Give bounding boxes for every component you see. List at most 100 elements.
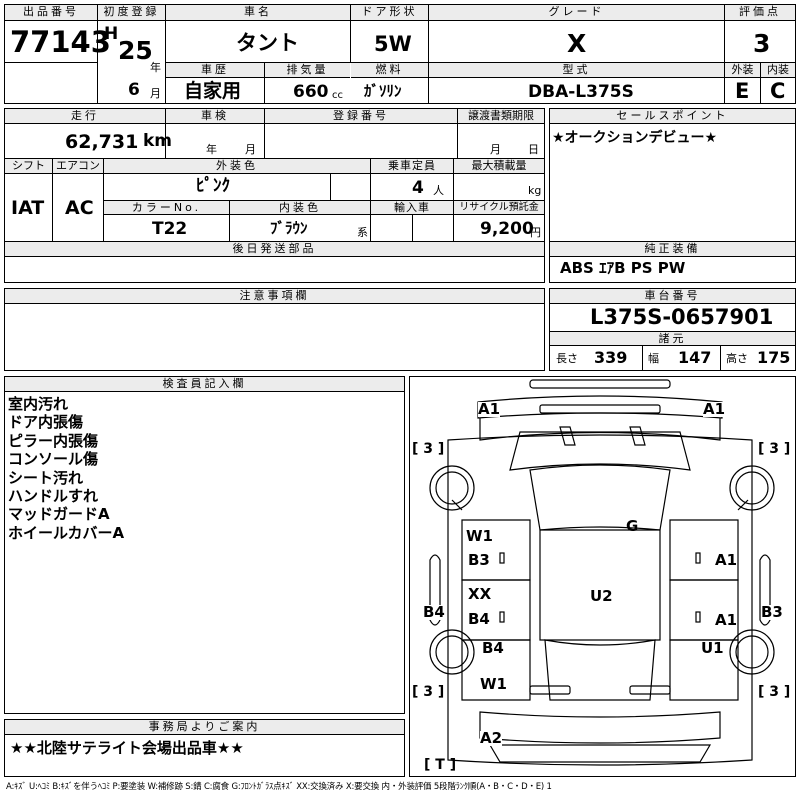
inspector-line: ドア内張傷: [8, 413, 84, 432]
capacity: 4: [412, 178, 424, 198]
width-label: 幅: [648, 352, 659, 365]
era-letter: H: [104, 24, 119, 44]
spec-label: 諸元: [550, 332, 795, 346]
displacement-unit: cc: [332, 90, 343, 101]
import-label: 輸入車: [371, 201, 453, 215]
mark-b4-side: B4: [423, 603, 445, 621]
mark-a1-front-right: A1: [703, 400, 726, 418]
inspection-label: 車検: [166, 109, 264, 124]
mark-a1-front-left: A1: [478, 400, 501, 418]
grade: X: [567, 29, 587, 58]
inspector-line: ピラー内張傷: [8, 431, 99, 450]
mark-w1-lower: W1: [480, 675, 507, 693]
mark-w1-upper: W1: [466, 527, 493, 545]
equipment-label: 純正装備: [550, 242, 795, 257]
car-name: タント: [236, 31, 299, 55]
score-label: 評価点: [725, 5, 795, 21]
width: 147: [678, 348, 712, 367]
mileage-label: 走行: [5, 109, 165, 124]
inspector-label: 検査員記入欄: [5, 377, 404, 392]
shift-label: シフト: [5, 159, 52, 174]
exterior-color-label: 外装色: [104, 159, 370, 174]
registration-number-label: 登録番号: [265, 109, 457, 124]
office-text: ★★北陸サテライト会場出品車★★: [10, 739, 244, 757]
car-diagram-box: [409, 376, 796, 777]
length-label: 長さ: [556, 352, 578, 365]
history: 自家用: [184, 80, 242, 102]
color-number-label: カラーNo.: [104, 201, 229, 215]
notes-label: 注意事項欄: [5, 289, 544, 304]
exterior-color: ﾋﾟﾝｸ: [196, 176, 230, 196]
sales-point-box: [549, 108, 796, 283]
month-unit: 月: [150, 87, 161, 100]
inspector-line: シート汚れ: [8, 468, 84, 487]
chassis-number: L375S-0657901: [590, 305, 774, 329]
chassis-label: 車台番号: [550, 289, 795, 304]
mark-b4-left: B4: [468, 610, 490, 628]
displacement: 660: [293, 82, 329, 102]
interior-color-unit: 系: [357, 226, 368, 239]
first-registration-month: 6: [128, 80, 140, 100]
mark-a2: A2: [480, 729, 503, 747]
recycle-label: リサイクル預託金: [454, 201, 544, 215]
exterior-grade: E: [735, 79, 750, 103]
model-label: 型式: [429, 63, 724, 78]
history-label: 車歴: [166, 63, 264, 78]
color-number: T22: [152, 219, 188, 239]
recycle-fee: 9,200: [480, 219, 534, 239]
sales-point-text: ★オークションデビュー★: [552, 130, 718, 146]
inspector-line: 室内汚れ: [8, 395, 69, 413]
office-box: [4, 719, 405, 777]
top-section: [4, 4, 796, 104]
office-label: 事務局よりご案内: [5, 720, 404, 735]
inspection-month-unit: 月: [245, 143, 256, 156]
interior-label: 内装: [761, 63, 795, 78]
car-name-label: 車名: [166, 5, 350, 21]
recycle-unit: 円: [530, 226, 541, 239]
inspector-line: ホイールカバーA: [8, 523, 125, 542]
interior-grade: C: [770, 79, 786, 103]
notes-box: [4, 288, 545, 371]
first-registration-label: 初度登録: [98, 5, 165, 21]
interior-color: ﾌﾞﾗｳﾝ: [270, 219, 308, 237]
mark-a1-right-lower: A1: [715, 611, 738, 629]
chassis-box: [549, 288, 796, 371]
load-unit: kg: [528, 184, 542, 197]
inspection-year-unit: 年: [206, 143, 217, 156]
grade-label: グレード: [429, 5, 724, 21]
car-diagram: [429, 379, 775, 766]
mark-a1-right-upper: A1: [715, 551, 738, 569]
transfer-day-unit: 日: [528, 143, 539, 156]
exterior-label: 外装: [725, 63, 760, 78]
length: 339: [594, 348, 628, 367]
mark-b4-lower: B4: [482, 639, 504, 657]
mark-xx: XX: [468, 585, 492, 603]
lot-number-label: 出品番号: [5, 5, 97, 21]
door-type-label: ドア形状: [351, 5, 428, 21]
tire-mark-front-right: [ 3 ]: [758, 441, 791, 457]
tire-mark-front-left: [ 3 ]: [412, 441, 445, 457]
height-label: 高さ: [726, 352, 748, 365]
model-code: DBA-L375S: [528, 82, 634, 102]
fuel-label: 燃料: [351, 63, 428, 78]
year-unit: 年: [150, 61, 161, 74]
capacity-label: 乗車定員: [371, 159, 453, 174]
mark-u2: U2: [590, 587, 613, 605]
tire-mark-rear-left: [ 3 ]: [412, 684, 445, 700]
inspector-line: ハンドルすれ: [8, 487, 99, 506]
mark-g: G: [626, 517, 639, 535]
score: 3: [753, 29, 771, 58]
displacement-label: 排気量: [265, 63, 350, 78]
fuel: ｶﾞｿﾘﾝ: [364, 82, 402, 100]
mileage-unit: km: [143, 131, 173, 151]
sales-point-label: セールスポイント: [550, 109, 795, 124]
interior-color-label: 内装色: [230, 201, 370, 215]
transfer-month-unit: 月: [490, 143, 501, 156]
door-type: 5W: [374, 32, 412, 56]
mileage: 62,731: [65, 131, 139, 153]
first-registration-year: 25: [118, 36, 153, 65]
detail-section: [4, 108, 545, 283]
capacity-unit: 人: [433, 184, 444, 197]
height: 175: [757, 348, 791, 367]
transfer-deadline-label: 譲渡書類期限: [458, 109, 544, 124]
